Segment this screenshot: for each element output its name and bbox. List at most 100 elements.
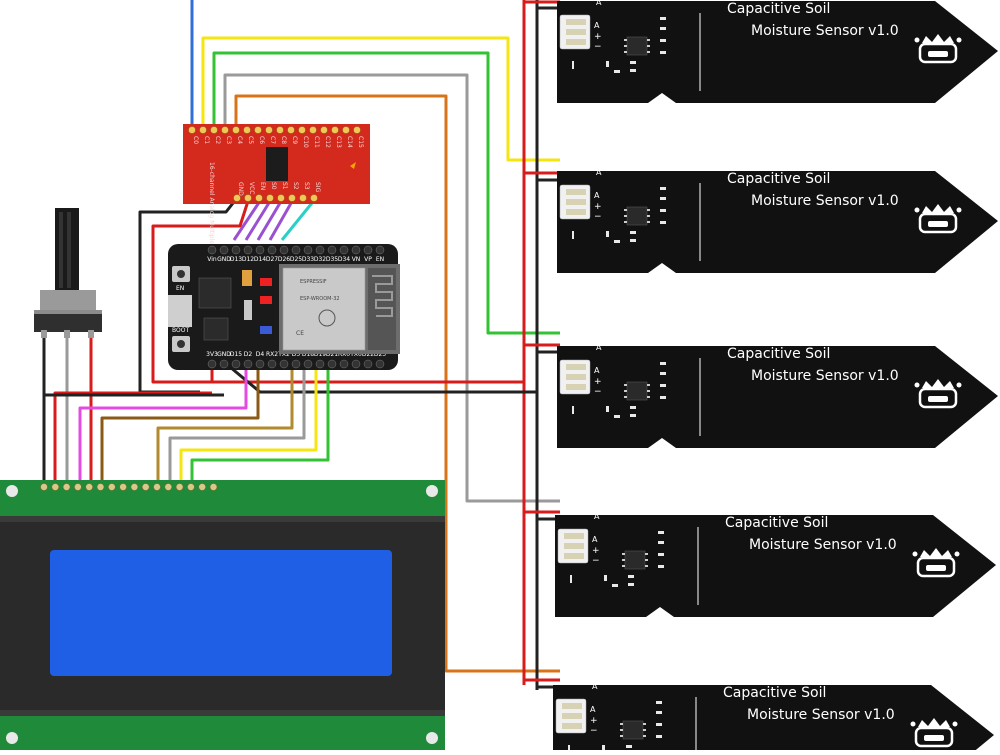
mux-pin: [342, 126, 350, 134]
esp32-pin-label: D27: [266, 256, 278, 263]
esp32-pin-label: D25: [290, 256, 302, 263]
lcd-pin: [130, 483, 139, 491]
esp32-pin: [207, 245, 217, 255]
mux-pin: [243, 126, 251, 134]
mux-pin: [288, 194, 296, 202]
mux-pin-label: C5: [247, 136, 254, 144]
lcd-pin: [74, 483, 82, 491]
esp32-pin-label: D18: [302, 351, 314, 358]
esp32-pin-label: D34: [338, 256, 350, 263]
mux-pin: [320, 126, 328, 134]
mux-pin: [233, 194, 241, 202]
mux-pin: [232, 126, 240, 134]
mux-pin: [266, 194, 274, 202]
sensor-title: Capacitive Soil: [723, 685, 826, 701]
sensor-pin-a: A: [596, 0, 602, 7]
mux-pin: [277, 194, 285, 202]
sensor-subtitle: Moisture Sensor v1.0: [751, 193, 899, 209]
mux-pin: [298, 126, 306, 134]
wire-olive-lcd: [156, 362, 294, 487]
esp32-pin-label: D12: [242, 256, 254, 263]
esp32-pin: [219, 245, 229, 255]
module-name: ESP-WROOM-32: [300, 296, 340, 302]
lcd-pin: [141, 483, 150, 491]
esp32-pin: [279, 359, 289, 369]
lcd-pin: [85, 483, 93, 491]
sensor-subtitle: Moisture Sensor v1.0: [747, 707, 895, 723]
mux-pin-label: C7: [269, 136, 276, 144]
esp32-pin: [255, 245, 265, 255]
esp32-pin: [315, 245, 325, 255]
esp32-pin: [339, 359, 349, 369]
esp32-pin: [351, 359, 361, 369]
lcd-pin: [153, 483, 161, 491]
mux-pin-label: C1: [203, 136, 210, 144]
esp32-pin: [303, 359, 313, 369]
esp32-pin: [291, 359, 301, 369]
sensor-pin-a: A: [596, 343, 602, 352]
esp32-pin-label: VP: [364, 256, 372, 263]
esp32-pin-label: D35: [326, 256, 338, 263]
esp32-pin-label: D13: [230, 256, 242, 263]
mux-pin: [309, 126, 317, 134]
wire-purple-s1: [244, 197, 274, 241]
sensor-subtitle: Moisture Sensor v1.0: [749, 537, 897, 553]
sensor-pin-a: A: [592, 682, 598, 691]
wires: [42, 0, 560, 690]
mux-pin-label: S1: [281, 182, 288, 190]
mux-pin: [287, 126, 295, 134]
sensor-title: Capacitive Soil: [727, 1, 830, 17]
mux-pin: [244, 194, 252, 202]
esp32-pin-label: D2: [244, 351, 253, 358]
potentiometer[interactable]: [34, 208, 102, 338]
mux-pin: [210, 126, 218, 134]
esp32-pin: [267, 359, 277, 369]
esp32-pin-label: Vin: [207, 256, 217, 263]
esp32-pin: [219, 359, 229, 369]
wire-green-sensor3: [212, 51, 560, 335]
esp32-pin: [243, 245, 253, 255]
soil-sensor-3: Capacitive Soil Moisture Sensor v1.0 A: [555, 343, 1000, 450]
esp32-pin: [363, 359, 373, 369]
lcd-pin: [164, 483, 173, 491]
esp32-pin: [327, 359, 337, 369]
mux-pin-label: C2: [214, 136, 221, 144]
mux-pin-label: S3: [303, 182, 310, 190]
mux-pin-label: EN: [259, 182, 266, 190]
esp32-pin: [363, 245, 373, 255]
mux-pin-label: C12: [324, 136, 331, 148]
esp32-pin: [231, 359, 241, 369]
mux-pin-label: C14: [346, 136, 353, 148]
wire-cyan-sig: [280, 197, 318, 241]
lcd-2004-display: [0, 480, 445, 750]
soil-sensor-5: Capacitive Soil Moisture Sensor v1.0 A: [551, 682, 996, 755]
esp32-pin: [315, 359, 325, 369]
esp32-pin: [375, 359, 385, 369]
soil-sensor-1: Capacitive Soil Moisture Sensor v1.0 A: [555, 0, 1000, 105]
esp32-pin-label: D5: [292, 351, 301, 358]
esp32-pin-label: EN: [376, 256, 384, 263]
wire-yellow-lcd: [179, 362, 318, 487]
esp32-pin: [279, 245, 289, 255]
mux-pin: [188, 126, 196, 134]
sensor-subtitle: Moisture Sensor v1.0: [751, 368, 899, 384]
esp32-pin-label: TX0: [349, 351, 362, 358]
esp32-pin-label: RX2: [266, 351, 278, 358]
esp32-pin-label: GND: [217, 256, 231, 263]
mux-pin: [331, 126, 339, 134]
wire-gray-lcd: [168, 362, 306, 487]
mux-pin-label: C4: [236, 136, 243, 144]
mux-pin: [199, 126, 207, 134]
esp32-pin: [291, 245, 301, 255]
lcd-header-pins: [40, 483, 218, 491]
mux-pin-label: C9: [291, 136, 298, 144]
sensor-title: Capacitive Soil: [725, 515, 828, 531]
mux-pin-label: S0: [270, 182, 277, 190]
sensor-group: Capacitive Soil Moisture Sensor v1.0 A C…: [551, 0, 1000, 755]
soil-sensor-4: Capacitive Soil Moisture Sensor v1.0 A: [553, 512, 998, 619]
mux-pin-label: C3: [225, 136, 232, 144]
esp32-pin-label: D19: [314, 351, 326, 358]
